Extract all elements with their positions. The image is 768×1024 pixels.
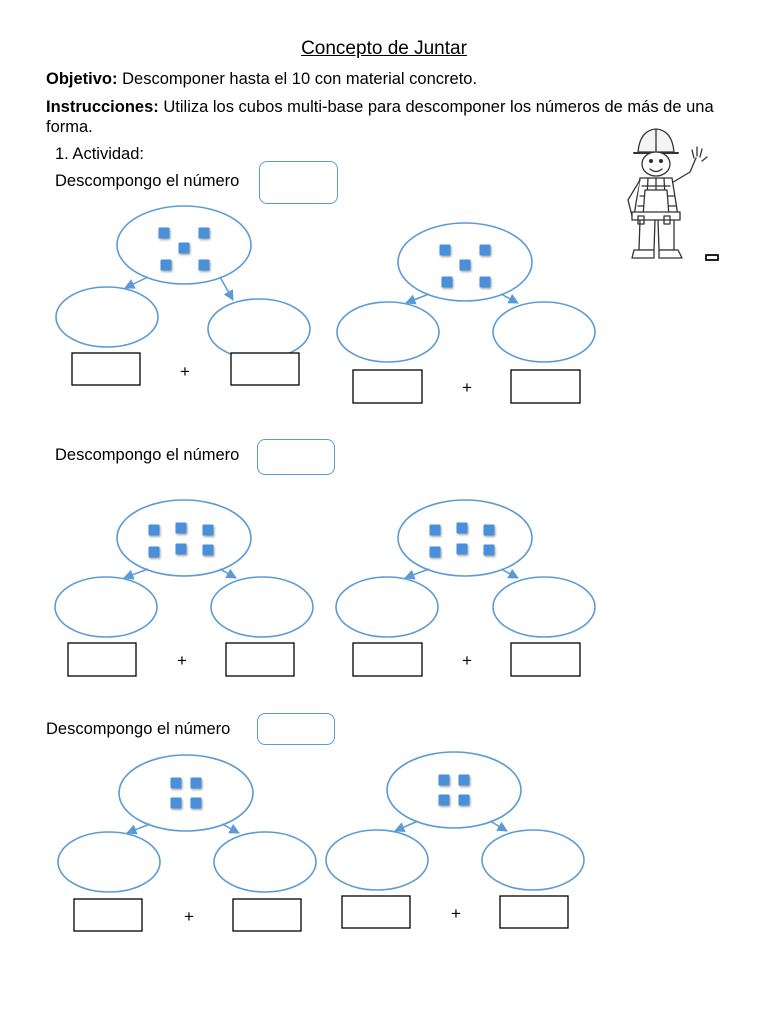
diagram-4-part-left-oval[interactable] xyxy=(335,576,439,638)
diagram-5-part-left-oval[interactable] xyxy=(57,831,161,893)
diagram-1-part-right-oval[interactable] xyxy=(207,298,311,360)
diagram-3-arrow-right xyxy=(219,568,237,579)
diagram-6-cube xyxy=(458,774,470,786)
page-title: Concepto de Juntar xyxy=(301,38,467,59)
diagram-3-answer-box-left[interactable] xyxy=(67,642,137,677)
diagram-3-part-right-oval[interactable] xyxy=(210,576,314,638)
diagram-4-cube xyxy=(483,544,495,556)
diagram-1-part-left-oval[interactable] xyxy=(55,286,159,348)
diagram-4-answer-box-left[interactable] xyxy=(352,642,423,677)
diagram-4-part-right-oval[interactable] xyxy=(492,576,596,638)
diagram-5-cube xyxy=(190,777,202,789)
diagram-5-arrow-left xyxy=(126,823,151,835)
diagram-3-part-left-oval[interactable] xyxy=(54,576,158,638)
diagram-2-plus-sign: + xyxy=(462,378,472,397)
diagram-1-answer-box-right[interactable] xyxy=(230,352,300,386)
diagram-3-plus-sign: + xyxy=(177,651,187,670)
section-3-number-box[interactable] xyxy=(257,713,335,745)
diagram-6-answer-box-left[interactable] xyxy=(341,895,411,929)
activity-heading: 1. Actividad: xyxy=(55,145,144,163)
diagram-3-cube xyxy=(175,522,187,534)
diagram-4-arrow-right xyxy=(500,568,519,579)
section-1-number-box[interactable] xyxy=(259,161,338,204)
diagram-2-cube xyxy=(479,244,491,256)
diagram-6-cube xyxy=(438,774,450,786)
diagram-2-cube xyxy=(479,276,491,288)
diagram-6-answer-box-right[interactable] xyxy=(499,895,569,929)
diagram-1-cube xyxy=(160,259,172,271)
diagram-3-answer-box-right[interactable] xyxy=(225,642,295,677)
instructions-text: Utiliza los cubos multi-base para descom… xyxy=(46,98,714,136)
diagram-1-plus-sign: + xyxy=(180,362,190,381)
diagram-4-cube xyxy=(483,524,495,536)
diagram-2-part-right-oval[interactable] xyxy=(492,301,596,363)
diagram-1-cube xyxy=(158,227,170,239)
objective-label: Objetivo: xyxy=(46,70,118,88)
diagram-1-cube xyxy=(178,242,190,254)
diagram-2-arrow-right xyxy=(500,293,519,304)
objective-text: Descomponer hasta el 10 con material con… xyxy=(117,70,478,88)
diagram-6-arrow-left xyxy=(394,820,419,833)
diagram-3-cube xyxy=(148,546,160,558)
diagram-2-cube xyxy=(439,244,451,256)
diagram-3-whole-oval xyxy=(116,499,252,577)
diagram-3-cube xyxy=(148,524,160,536)
diagram-3-arrow-left xyxy=(123,568,149,580)
objective: Objetivo: Descomponer hasta el 10 con ma… xyxy=(46,69,477,89)
diagram-2-cube xyxy=(441,276,453,288)
section-3-prompt: Descompongo el número xyxy=(46,720,231,738)
section-1-prompt: Descompongo el número xyxy=(55,172,240,190)
diagram-4-answer-box-right[interactable] xyxy=(510,642,581,677)
diagram-1-answer-box-left[interactable] xyxy=(71,352,141,386)
construction-worker-icon xyxy=(627,128,719,261)
diagram-5-answer-box-left[interactable] xyxy=(73,898,143,932)
diagram-3-cube xyxy=(202,524,214,536)
diagram-5-whole-oval xyxy=(118,754,254,832)
instructions: Instrucciones: Utiliza los cubos multi-b… xyxy=(46,97,736,137)
diagram-1-arrow-right xyxy=(219,276,234,301)
diagram-4-plus-sign: + xyxy=(462,651,472,670)
diagram-6-whole-oval xyxy=(386,751,522,829)
diagram-2-answer-box-right[interactable] xyxy=(510,369,581,404)
diagram-2-arrow-left xyxy=(405,293,430,305)
diagram-5-cube xyxy=(170,777,182,789)
diagram-6-part-right-oval[interactable] xyxy=(481,829,585,891)
diagram-6-cube xyxy=(438,794,450,806)
diagram-1-cube xyxy=(198,227,210,239)
diagram-4-cube xyxy=(456,522,468,534)
diagram-5-cube xyxy=(190,797,202,809)
section-2-number-box[interactable] xyxy=(257,439,335,475)
diagram-4-whole-oval xyxy=(397,499,533,577)
instructions-label: Instrucciones: xyxy=(46,98,159,116)
diagram-6-plus-sign: + xyxy=(451,904,461,923)
diagram-6-part-left-oval[interactable] xyxy=(325,829,429,891)
diagram-5-plus-sign: + xyxy=(184,907,194,926)
diagram-1-arrow-left xyxy=(124,276,149,289)
diagram-5-arrow-right xyxy=(221,823,240,834)
diagram-3-cube xyxy=(202,544,214,556)
diagram-2-part-left-oval[interactable] xyxy=(336,301,440,363)
diagram-5-cube xyxy=(170,797,182,809)
diagram-5-part-right-oval[interactable] xyxy=(213,831,317,893)
diagram-3-cube xyxy=(175,543,187,555)
diagram-4-cube xyxy=(456,543,468,555)
diagram-5-answer-box-right[interactable] xyxy=(232,898,302,932)
diagram-1-cube xyxy=(198,259,210,271)
diagram-2-cube xyxy=(459,259,471,271)
diagram-4-cube xyxy=(429,546,441,558)
diagram-6-cube xyxy=(458,794,470,806)
section-2-prompt: Descompongo el número xyxy=(55,446,240,464)
diagram-4-arrow-left xyxy=(404,568,430,580)
diagram-4-cube xyxy=(429,524,441,536)
diagram-2-answer-box-left[interactable] xyxy=(352,369,423,404)
diagram-6-arrow-right xyxy=(489,820,508,832)
